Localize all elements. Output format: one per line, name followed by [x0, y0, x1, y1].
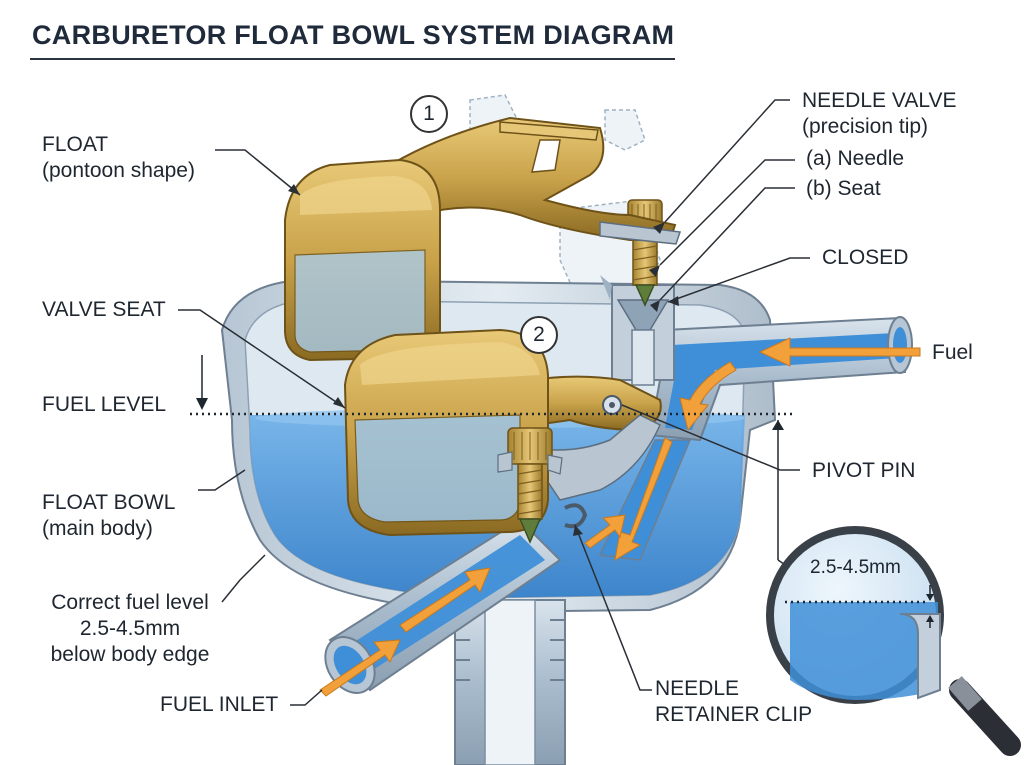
label-fuel-inlet: FUEL INLET [160, 693, 279, 716]
magnifier-measurement: 2.5-4.5mm [810, 557, 901, 578]
position-marker-2: 2 [520, 316, 558, 354]
label-retainer-clip-line1: NEEDLE [655, 677, 740, 700]
label-correct-level-line1: Correct fuel level [51, 591, 209, 614]
label-correct-level-line3: below body edge [50, 643, 210, 666]
label-correct-level: Correct fuel level 2.5-4.5mm below body … [30, 590, 230, 668]
label-fuel-level: FUEL LEVEL [42, 393, 167, 416]
float-upper [284, 158, 441, 362]
label-pivot-pin: PIVOT PIN [812, 459, 916, 482]
label-fuel: Fuel [932, 341, 973, 364]
label-retainer-clip-line2: RETAINER CLIP [655, 703, 813, 726]
label-float-bowl-title: FLOAT BOWL [42, 491, 176, 514]
label-valve-seat: VALVE SEAT [42, 298, 166, 321]
label-float-bowl-sub: (main body) [42, 517, 153, 540]
label-needle-valve-sub: (precision tip) [802, 115, 929, 138]
label-closed: CLOSED [822, 246, 909, 269]
label-correct-level-line2: 2.5-4.5mm [79, 617, 181, 640]
label-needle-valve: NEEDLE VALVE (precision tip) [802, 88, 956, 140]
needle-lower [497, 427, 563, 544]
label-needle-retainer-clip: NEEDLE RETAINER CLIP [655, 676, 812, 728]
diagram-title: CARBURETOR FLOAT BOWL SYSTEM DIAGRAM [32, 20, 675, 50]
label-float: FLOAT (pontoon shape) [42, 132, 195, 184]
fuel-flow-arrows [319, 337, 921, 697]
label-float-title: FLOAT [42, 133, 109, 156]
magnifier [766, 526, 1021, 756]
leader-lines [178, 99, 810, 706]
valve-housing [600, 275, 675, 386]
position-marker-1: 1 [410, 95, 448, 133]
label-needle-valve-title: NEEDLE VALVE [802, 89, 957, 112]
main-jet-tube [454, 599, 566, 765]
label-seat: (b) Seat [806, 177, 881, 200]
label-float-sub: (pontoon shape) [42, 159, 195, 182]
title-underline [30, 58, 675, 60]
float-lower [343, 328, 549, 537]
label-float-bowl: FLOAT BOWL (main body) [42, 490, 175, 542]
label-needle: (a) Needle [806, 147, 905, 170]
